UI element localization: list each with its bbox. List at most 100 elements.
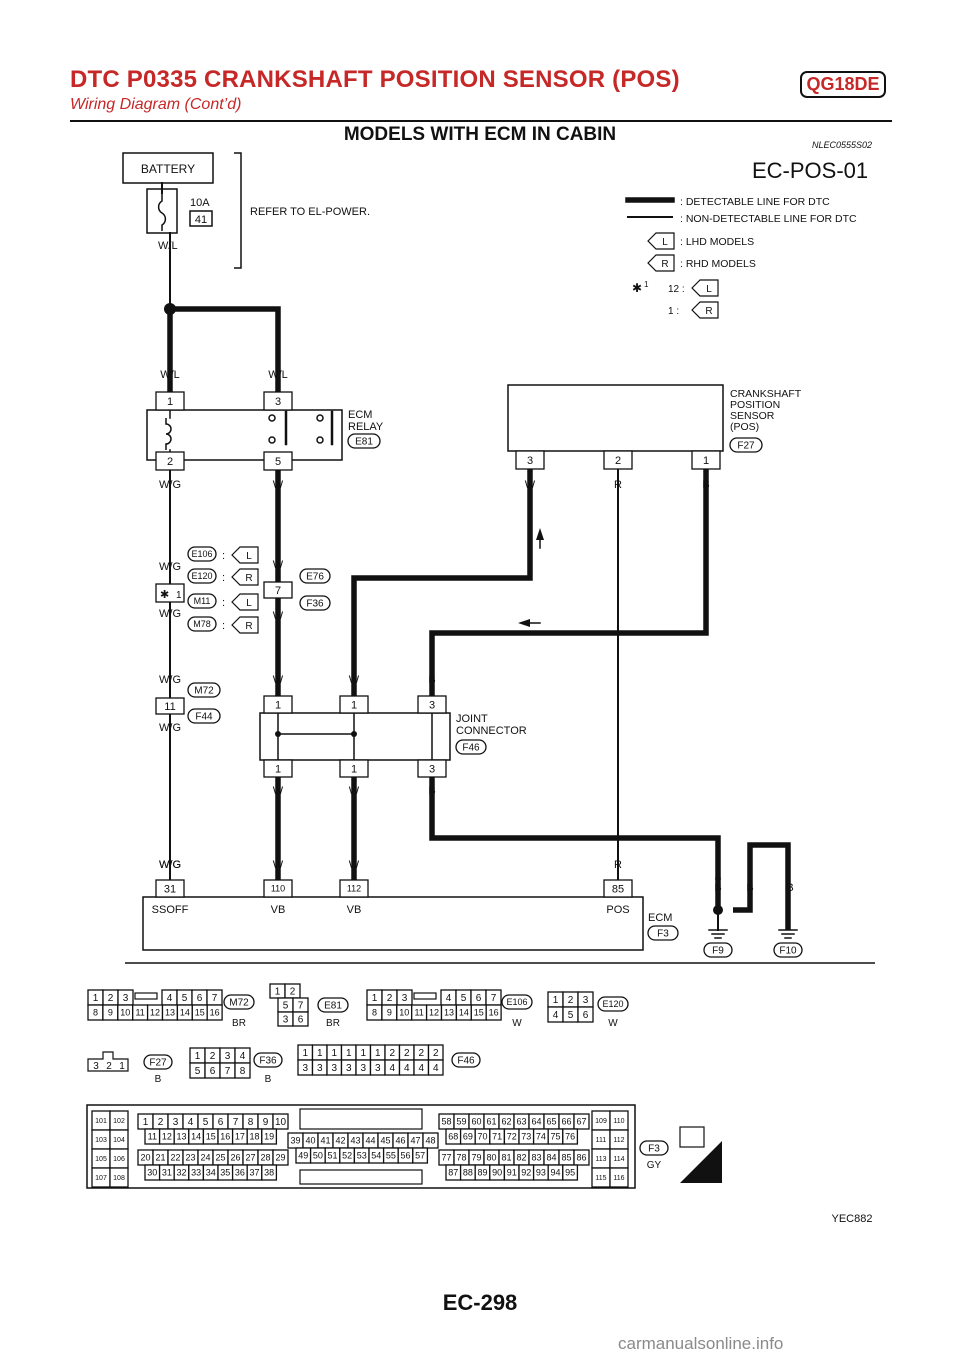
left-wire-label-2: W/G — [159, 608, 181, 620]
ecm-pin-31 — [155, 879, 185, 898]
relay-pin-3-label: 3 — [275, 396, 281, 408]
e81-pin-3-label: 3 — [283, 1015, 289, 1026]
m72-top-b-4-0-label: 4 — [167, 993, 173, 1004]
e106-bottom-16-8 — [485, 1004, 502, 1021]
relay-diode-top — [316, 414, 324, 422]
f3-right-115-label: 115 — [595, 1175, 606, 1182]
f3-left-108-label: 108 — [113, 1175, 125, 1182]
relay-pin-1-label: 1 — [167, 396, 173, 408]
f3-r2b-57-8 — [412, 1147, 429, 1164]
f3-r3d-94-7-label: 94 — [550, 1168, 560, 1178]
f3-r1d-32-2-label: 32 — [176, 1168, 186, 1178]
ecm-pin-110-label: 110 — [271, 884, 285, 894]
sensor-pin-2-label: 2 — [615, 455, 621, 467]
f46-bottom-4-7-label: 4 — [404, 1063, 410, 1074]
left-wire-label-1: W/G — [159, 561, 181, 573]
f3-r3d-90-3-label: 90 — [492, 1168, 502, 1178]
f3-r1c-23-3-label: 23 — [185, 1153, 195, 1163]
f27-housing — [87, 1051, 129, 1072]
f46-top-1-5-label: 1 — [375, 1048, 381, 1059]
f3-r3d-95-8 — [562, 1164, 579, 1181]
sensor-pin-1 — [691, 450, 721, 470]
ecm-wire-label-2: W — [273, 859, 284, 871]
e81-pin-6-label: 6 — [298, 1015, 304, 1026]
f3-r1d-37-7-label: 37 — [249, 1168, 259, 1178]
f3-r1c-20-0-label: 20 — [140, 1153, 150, 1163]
e120-connector-id-label: E120 — [602, 999, 623, 1009]
f3-r3c-80-3-label: 80 — [486, 1153, 496, 1163]
ecm-wire-label-4: R — [614, 859, 622, 871]
left-connector-tag-4 — [231, 616, 259, 634]
f46-connector-id — [451, 1052, 481, 1068]
f3-r1a-5-4-label: 5 — [203, 1117, 209, 1128]
arrow-left-icon — [518, 619, 530, 627]
sensor-wire-label-1: W — [525, 479, 536, 491]
f3-r1b-18-7-label: 18 — [249, 1132, 259, 1142]
f36-bottom-5-0-label: 5 — [195, 1066, 201, 1077]
left-connector-E106-label: E106 — [191, 549, 212, 559]
joint-connector-id — [455, 739, 487, 755]
m72-connector-id — [223, 994, 255, 1010]
star-12-label: 12 : — [668, 284, 685, 295]
f3-r1c-21-1-label: 21 — [155, 1153, 165, 1163]
f3-r1d-31-1-label: 31 — [162, 1168, 172, 1178]
left-connector-tag-1-label: L — [246, 551, 252, 562]
f3-r2b-56-7-label: 56 — [400, 1151, 410, 1161]
joint-bottom-pin-3-label: 3 — [429, 763, 435, 775]
f3-r3a-63-5-label: 63 — [516, 1117, 526, 1127]
f3-r1a-6-5-label: 6 — [218, 1117, 224, 1128]
f3-left-107-label: 107 — [95, 1175, 107, 1182]
e120-bottom-4-0-label: 4 — [553, 1010, 559, 1021]
joint-top-pin-3-label: 3 — [429, 699, 435, 711]
f3-r3b-68-0-label: 68 — [448, 1132, 458, 1142]
f3-r3b-76-8-label: 76 — [565, 1132, 575, 1142]
wire-sensor-b — [429, 469, 709, 696]
f27-connector-id — [143, 1054, 173, 1070]
joint-bottom-pin-2-label: 1 — [351, 763, 357, 775]
f3-r3b-71-3-label: 71 — [492, 1132, 502, 1142]
f36-top-3-2-label: 3 — [225, 1051, 231, 1062]
left-connector-colon-3: : — [222, 597, 225, 609]
left-connector-m72 — [187, 682, 221, 698]
f3-r1a-1-0-label: 1 — [143, 1117, 149, 1128]
legend-rhd-tag-label: R — [661, 259, 668, 270]
left-star-icon: ✱ — [160, 589, 169, 601]
f27-pin-3: 3 — [93, 1061, 99, 1072]
f27-pin-1: 1 — [119, 1061, 125, 1072]
f3-r3a-66-8-label: 66 — [561, 1117, 571, 1127]
f3-r2a-39-0-label: 39 — [290, 1136, 300, 1146]
joint-top-pin-2 — [339, 695, 369, 714]
f3-connector-frame — [86, 1104, 636, 1189]
f3-r2a-48-9-label: 48 — [425, 1136, 435, 1146]
f3-latch — [299, 1108, 423, 1130]
star-12-tag — [691, 279, 719, 297]
ecm-terminal-3: VB — [347, 904, 362, 916]
page-title: DTC P0335 CRANKSHAFT POSITION SENSOR (PO… — [70, 66, 680, 93]
f3-r1a-3-2-label: 3 — [173, 1117, 179, 1128]
ecm-wire-label-3: W — [349, 859, 360, 871]
f3-r1c-24-4-label: 24 — [200, 1153, 210, 1163]
ecm-name: ECM — [648, 912, 672, 924]
f46-top-1-2-label: 1 — [331, 1048, 337, 1059]
relay-connector-id-label: E81 — [355, 437, 373, 448]
f3-r1a-7-6-label: 7 — [233, 1117, 239, 1128]
f46-top-1-3-label: 1 — [346, 1048, 352, 1059]
f3-r1c-29-9 — [272, 1149, 289, 1166]
ecm-pin-112 — [339, 879, 369, 898]
f46-top-1-4-label: 1 — [360, 1048, 366, 1059]
section-code: NLEC0555S02 — [812, 140, 873, 150]
e106-bottom-11-3-label: 11 — [414, 1008, 423, 1018]
f3-r1b-15-4-label: 15 — [206, 1132, 216, 1142]
f3-left-108 — [109, 1167, 129, 1188]
sensor-pin-3 — [515, 450, 545, 470]
f3-left-105-label: 105 — [95, 1156, 107, 1163]
f3-r3b-73-5-label: 73 — [521, 1132, 531, 1142]
joint-bottom-wire-2: W — [349, 785, 360, 797]
f3-r3c-77-0-label: 77 — [441, 1153, 451, 1163]
f3-r2b-55-6-label: 55 — [386, 1151, 396, 1161]
ground-connector-F10-label: F10 — [779, 946, 797, 957]
f3-connector-id-label: F3 — [648, 1144, 660, 1155]
star-note-number: 1 — [644, 280, 649, 289]
e120-color: W — [608, 1018, 618, 1029]
fuse-element — [157, 193, 167, 231]
